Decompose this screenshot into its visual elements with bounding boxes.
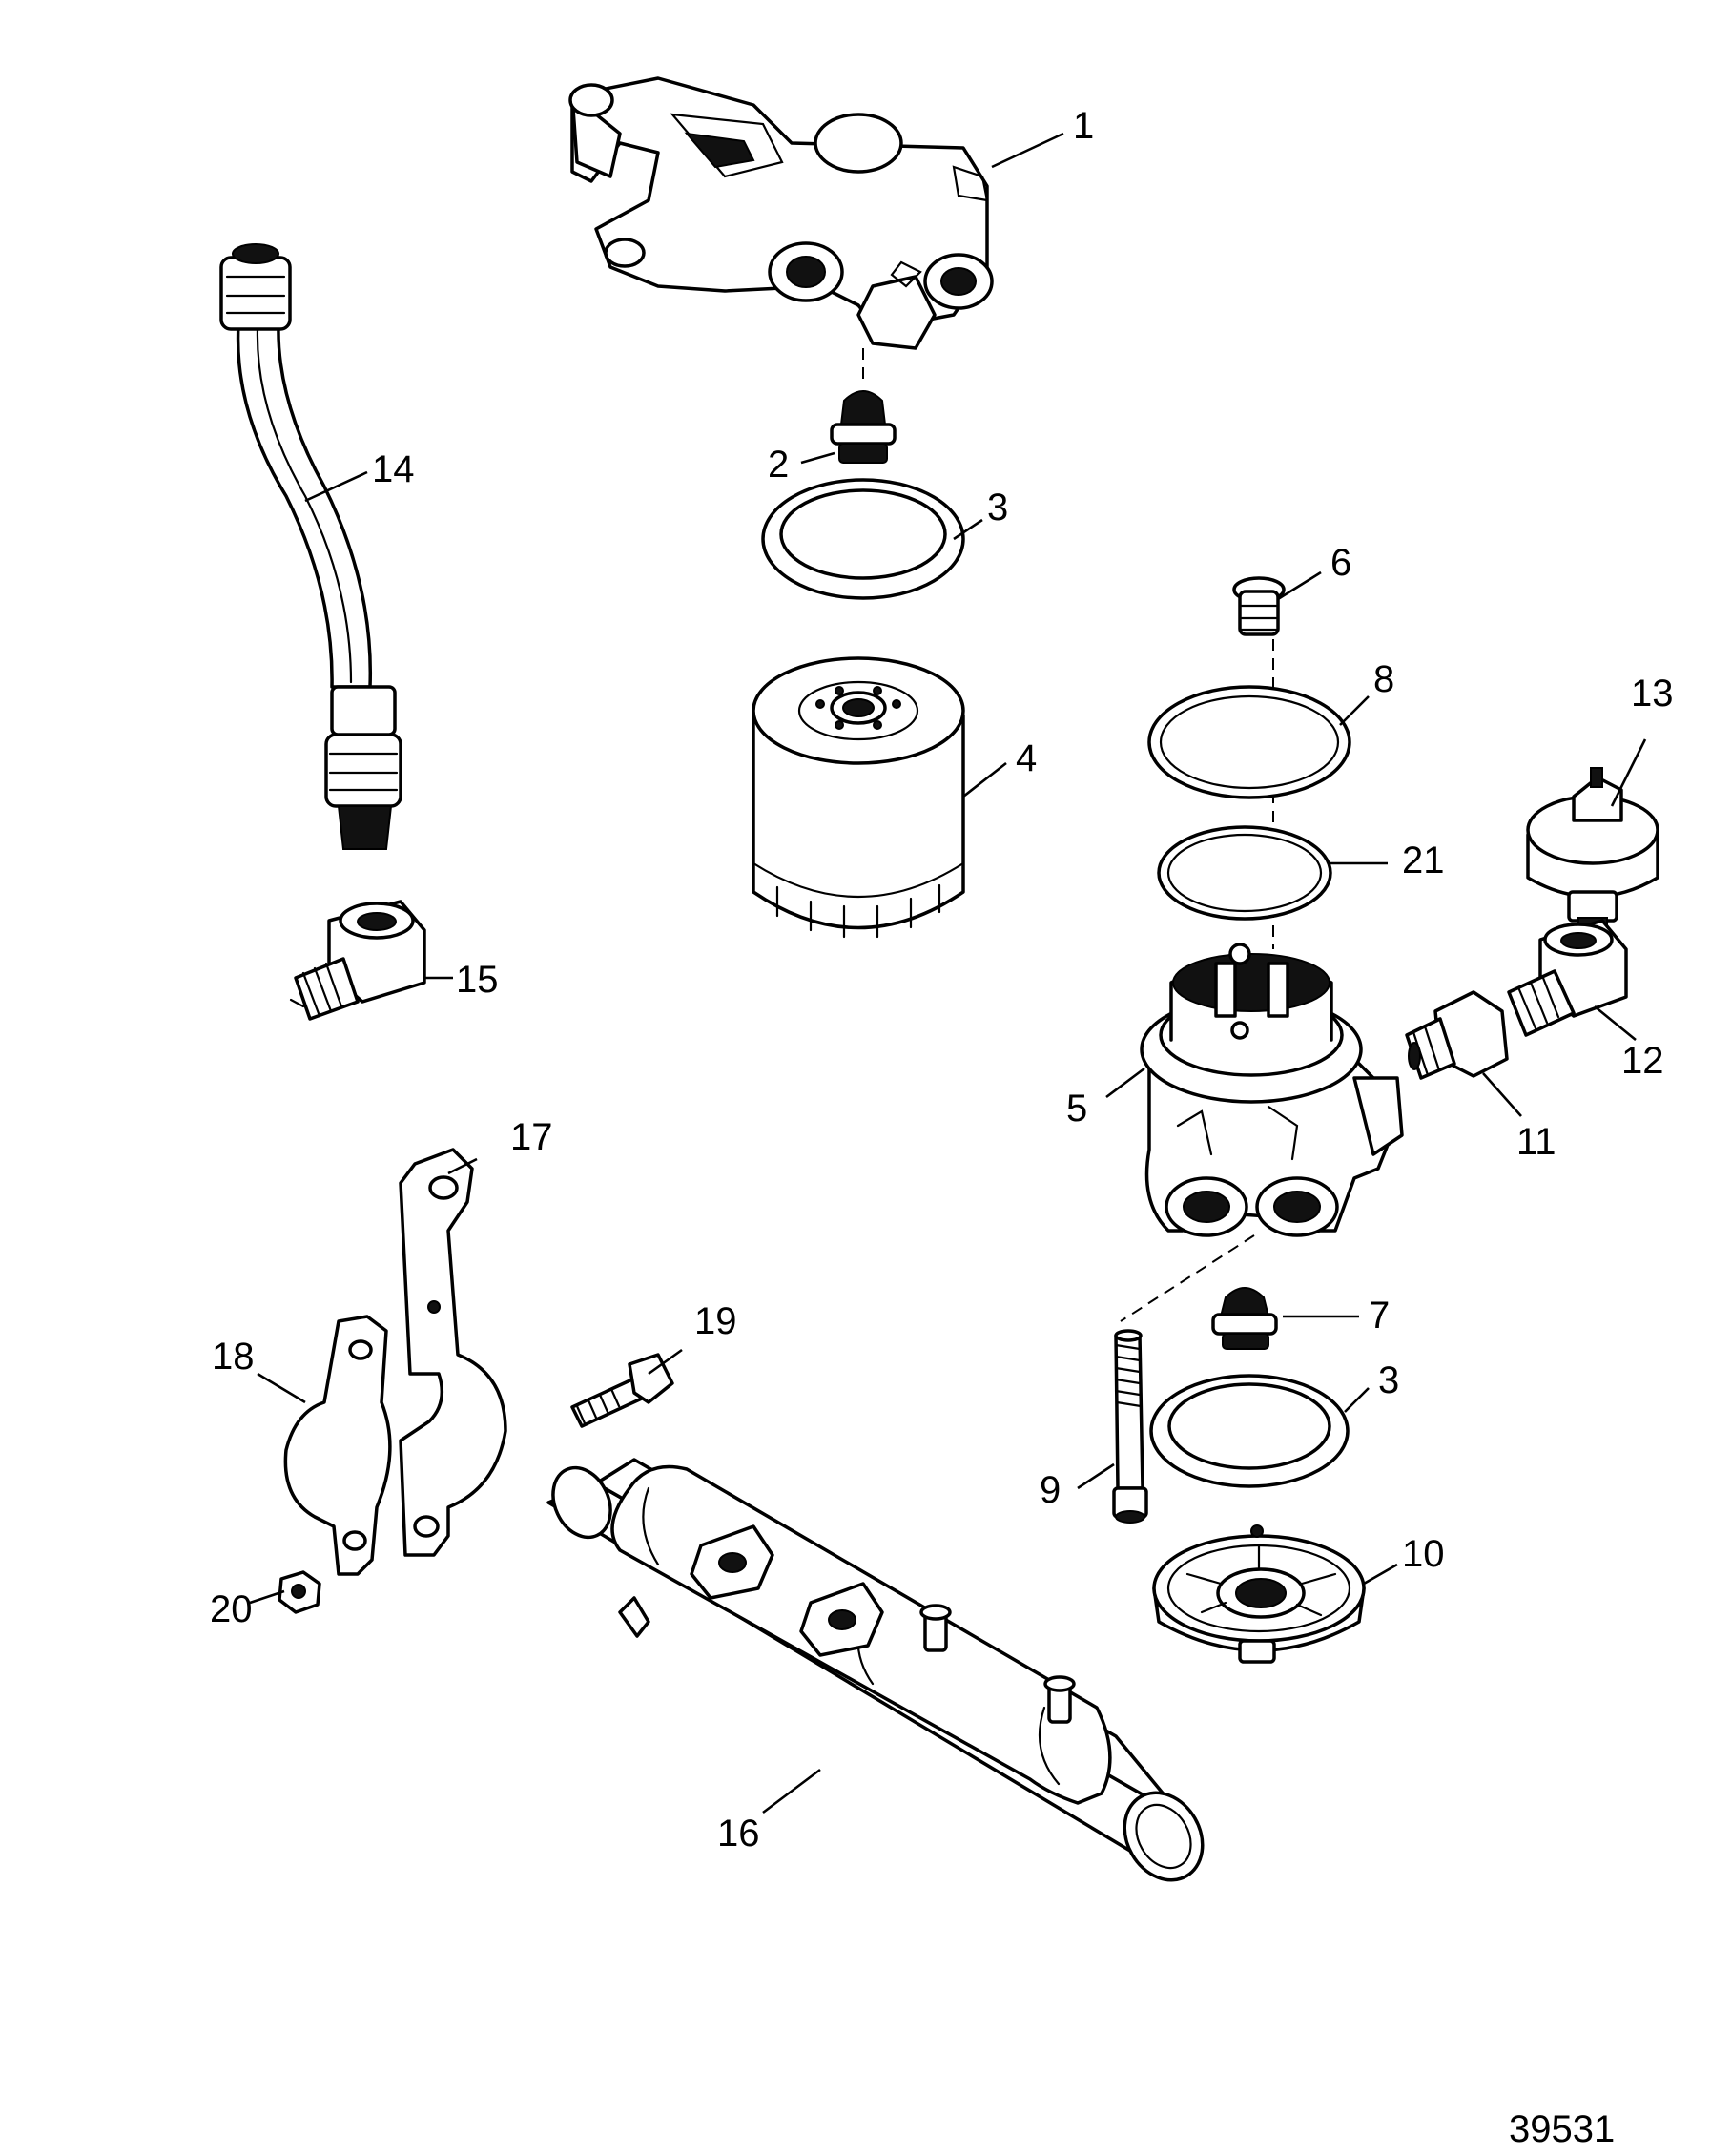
part-8-o-ring [1147, 685, 1351, 799]
callout-18: 18 [212, 1336, 255, 1378]
callout-19: 19 [694, 1300, 737, 1342]
callout-11: 11 [1516, 1121, 1556, 1163]
part-9-long-bolt [1112, 1329, 1148, 1524]
part-3-upper-seal-ring [761, 478, 965, 600]
callout-12: 12 [1621, 1040, 1664, 1082]
part-16-oil-cooler [546, 1458, 1205, 1882]
part-2-plug [830, 390, 897, 464]
part-5-filter-adapter [1140, 943, 1404, 1237]
callout-13: 13 [1631, 673, 1674, 715]
callout-16: 16 [717, 1813, 760, 1855]
part-12-elbow-fitting [1507, 919, 1628, 1037]
part-5-assembly-dash-lower [1120, 1234, 1255, 1322]
callout-21: 21 [1402, 840, 1445, 881]
figure-number: 39531 [1509, 2108, 1615, 2150]
callout-15: 15 [456, 959, 499, 1001]
callout-7: 7 [1369, 1295, 1390, 1337]
part-13-pressure-sender [1526, 767, 1659, 936]
callout-20: 20 [210, 1588, 253, 1630]
callout-1: 1 [1073, 105, 1094, 147]
callout-9: 9 [1040, 1469, 1061, 1511]
part-14-oil-hose [219, 243, 402, 850]
part-7-plug [1211, 1287, 1278, 1350]
callout-4: 4 [1016, 737, 1037, 779]
part-1-filter-adapter-bracket [568, 76, 994, 350]
part-6-screen-plug [1232, 576, 1286, 636]
part-15-elbow-fitting [289, 900, 426, 1021]
callout-14: 14 [372, 448, 415, 490]
part-10-bottom-cover [1152, 1524, 1366, 1664]
part-19-bolt [570, 1353, 674, 1428]
leader-lines [249, 132, 1647, 1814]
callout-3-upper: 3 [987, 487, 1008, 529]
callout-labels: 1 2 3 3 4 5 6 7 8 9 10 11 12 13 14 15 16… [210, 105, 1674, 1855]
callout-17: 17 [510, 1116, 553, 1158]
callout-5: 5 [1066, 1088, 1087, 1130]
part-18-clamp [283, 1315, 392, 1576]
callout-10: 10 [1402, 1533, 1445, 1575]
callout-3-lower: 3 [1378, 1359, 1399, 1401]
part-11-adapter-fitting [1405, 990, 1509, 1080]
part-21-o-ring [1157, 825, 1332, 921]
callout-2: 2 [768, 444, 789, 486]
part-3-lower-seal-ring [1149, 1374, 1350, 1488]
part-17-bracket-strap [399, 1148, 507, 1557]
callout-6: 6 [1330, 542, 1351, 584]
part-4-oil-filter [752, 656, 965, 939]
callout-8: 8 [1373, 658, 1394, 700]
part-20-nut [278, 1570, 321, 1614]
